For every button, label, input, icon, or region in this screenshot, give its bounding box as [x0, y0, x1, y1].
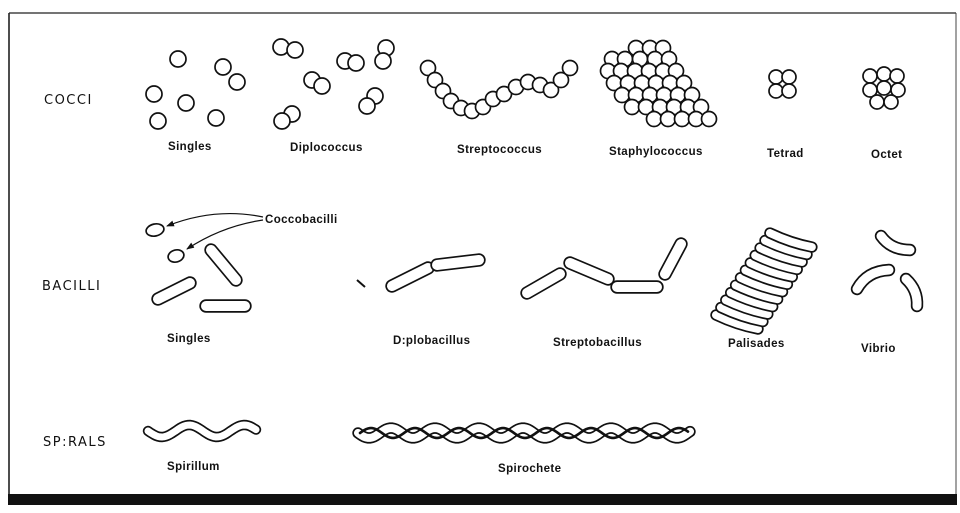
label-spirochete: Spirochete	[498, 463, 561, 475]
label-diplobacillus: D:plobacillus	[393, 335, 470, 347]
coccus-cell	[287, 42, 303, 58]
coccus-cell	[178, 95, 194, 111]
coccus-cell	[782, 70, 796, 84]
coccus-cell	[229, 74, 245, 90]
coccus-cell	[870, 95, 884, 109]
frame-bottom-bar	[8, 494, 957, 505]
label-octet: Octet	[871, 149, 902, 161]
label-streptococcus: Streptococcus	[457, 144, 542, 156]
label-palisades: Palisades	[728, 338, 785, 350]
label-coccobacilli: Coccobacilli	[265, 214, 338, 226]
row-label-cocci: COCCI	[44, 93, 93, 108]
coccus-cell	[863, 69, 877, 83]
bacillus-body	[437, 260, 479, 265]
row-label-spirals: SP:RALS	[43, 435, 107, 450]
coccus-cell	[625, 100, 640, 115]
coccus-cell	[348, 55, 364, 71]
coccus-cell	[877, 81, 891, 95]
coccus-cell	[563, 61, 578, 76]
label-streptobacillus: Streptobacillus	[553, 337, 642, 349]
label-staphylococcus: Staphylococcus	[609, 146, 703, 158]
label-cocci-singles: Singles	[168, 141, 212, 153]
coccus-cell	[877, 67, 891, 81]
coccus-cell	[150, 113, 166, 129]
coccus-cell	[146, 86, 162, 102]
coccus-cell	[208, 110, 224, 126]
coccus-cell	[375, 53, 391, 69]
coccus-cell	[170, 51, 186, 67]
coccus-cell	[769, 84, 783, 98]
coccus-cell	[314, 78, 330, 94]
row-label-bacilli: BACILLI	[42, 279, 101, 294]
coccus-cell	[884, 95, 898, 109]
coccus-cell	[782, 84, 796, 98]
coccus-cell	[215, 59, 231, 75]
label-spirillum: Spirillum	[167, 461, 220, 473]
coccus-cell	[647, 112, 662, 127]
coccus-cell	[890, 69, 904, 83]
coccus-cell	[359, 98, 375, 114]
coccus-cell	[274, 113, 290, 129]
label-bacilli-singles: Singles	[167, 333, 211, 345]
coccus-cell	[702, 112, 717, 127]
coccus-cell	[661, 112, 676, 127]
bacillus-cell	[437, 260, 479, 265]
label-vibrio: Vibrio	[861, 343, 896, 355]
coccus-cell	[769, 70, 783, 84]
label-diplococcus: Diplococcus	[290, 142, 363, 154]
octet-group	[863, 67, 905, 109]
coccus-cell	[675, 112, 690, 127]
label-tetrad: Tetrad	[767, 148, 804, 160]
